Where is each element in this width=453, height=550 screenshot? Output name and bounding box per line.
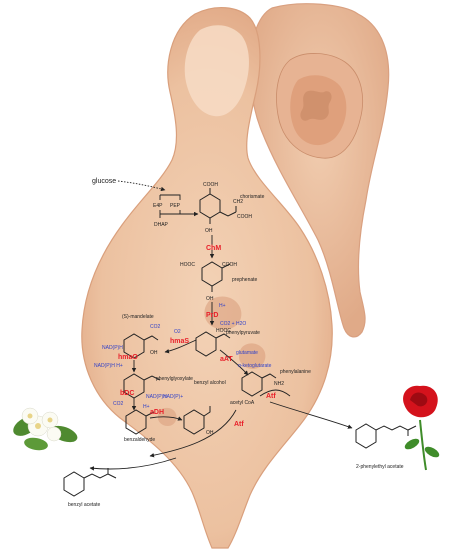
cofactor-co2-c: CO2	[113, 401, 124, 407]
cofactor-hplus1: H+	[219, 303, 226, 309]
benzyl-acetate-structure	[63, 468, 117, 497]
adh-arrow	[149, 416, 183, 421]
phenylpyruvate-label: phenylpyruvate	[226, 330, 260, 336]
phenylpyruvate-structure: HOOC	[195, 328, 231, 357]
chm-enzyme: ChM	[206, 245, 221, 252]
benzyl-acetate-label: benzyl acetate	[68, 502, 100, 508]
atf2-enzyme: Atf	[266, 393, 276, 400]
cofactor-o2: O2	[174, 329, 181, 335]
phenylethyl-acetate-label: 2-phenylethyl acetate	[356, 464, 404, 470]
phenylalanine-structure: NH2	[241, 371, 284, 397]
cofactor-nadph-a: NAD(P)H	[102, 345, 123, 351]
phenylpyruvate-hooc: HOOC	[216, 328, 231, 334]
benzyl-alcohol-structure: OH	[183, 406, 214, 436]
cofactor-glutamate: glutamate	[236, 350, 258, 356]
atf1-arrow	[149, 409, 237, 458]
cofactor-nadp-b: NAD(P)+	[163, 394, 183, 400]
prephenate-structure: HOOC COOH OH	[180, 261, 237, 302]
hmas-arrow	[164, 339, 197, 354]
chorismate-label: chorismate	[240, 194, 265, 200]
phenylalanine-nh2: NH2	[274, 381, 284, 387]
phenylglyoxylate-label: phenylglyoxylate	[156, 376, 193, 382]
cofactor-co2-a: CO2	[150, 324, 161, 330]
benzyl-alcohol-oh: OH	[206, 430, 214, 436]
phenylethyl-acetate-structure	[355, 423, 417, 449]
e4p-label: E4P	[153, 203, 163, 209]
bdc-enzyme: bDC	[120, 390, 134, 397]
cofactor-hplus2: H+	[143, 404, 150, 410]
chorismate-cooh: COOH	[203, 182, 218, 188]
prephenate-cooh: COOH	[222, 262, 237, 268]
phenylglyoxylate-structure	[123, 373, 161, 399]
cofactor-nadph-b: NAD(P)H	[146, 394, 167, 400]
dhap-label: DHAP	[154, 222, 169, 228]
chorismate-structure: COOH CH2 COOH OH	[199, 182, 252, 234]
glucose-arrow	[117, 180, 166, 192]
benzyl-alcohol-label: benzyl alcohol	[194, 380, 226, 386]
hmao-enzyme: hmaO	[118, 354, 138, 361]
adh-enzyme: aDH	[150, 409, 164, 416]
atf2-arrow	[269, 401, 353, 429]
secondary-cell	[249, 3, 390, 338]
s-mandelate-label: (S)-mandelate	[122, 314, 154, 320]
jasmine-flower	[13, 407, 78, 451]
chorismate-ch2: CH2	[233, 199, 243, 205]
benzaldehyde-structure	[125, 409, 155, 435]
prd-enzyme: PrD	[206, 312, 218, 319]
prephenate-oh: OH	[206, 296, 214, 302]
benzyl-acetate-arrow	[89, 457, 177, 471]
hmas-enzyme: hmaS	[170, 338, 189, 345]
s-mandelate-oh: OH	[150, 350, 158, 356]
pep-label: PEP	[170, 203, 181, 209]
atf1-enzyme: Atf	[234, 421, 244, 428]
main-cell	[81, 7, 333, 549]
benzaldehyde-label: benzaldehyde	[124, 437, 155, 443]
cofactor-ketoglutarate: α-ketoglutarate	[238, 363, 272, 369]
glucose-label: glucose	[92, 178, 116, 185]
prephenate-label: prephenate	[232, 277, 258, 283]
acetyl-coa-label: acetyl CoA	[230, 400, 255, 406]
s-mandelate-structure: OH	[123, 333, 159, 359]
cofactor-nadp-a: NAD(P)H H+	[94, 363, 123, 369]
aat-to-atf-curve	[259, 389, 291, 397]
aat-enzyme: aAT	[220, 356, 233, 363]
e4p-pep-bracket	[159, 194, 181, 218]
chorismate-cooh2: COOH	[237, 214, 252, 220]
phenylalanine-label: phenylalanine	[280, 369, 311, 375]
cofactor-co2-h2o: CO2 + H2O	[220, 321, 246, 327]
prephenate-hooc: HOOC	[180, 262, 195, 268]
rose-flower	[403, 385, 440, 471]
chorismate-oh: OH	[205, 228, 213, 234]
aat-arrow	[219, 349, 249, 376]
